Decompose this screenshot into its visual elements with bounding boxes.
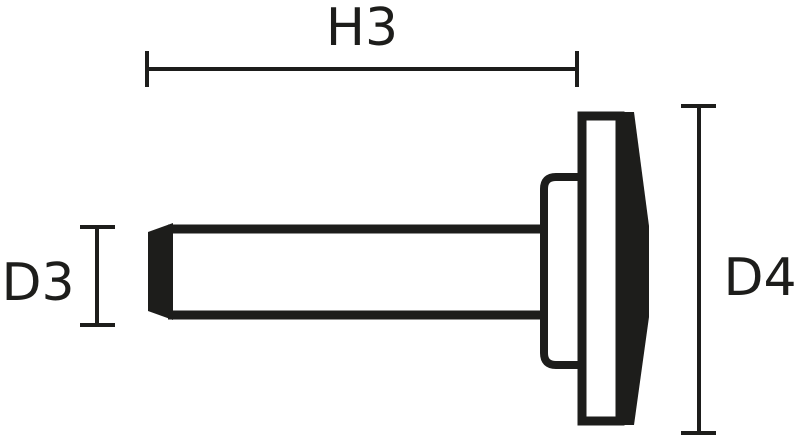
h3-dimension: H3 [145, 0, 579, 87]
d4-label: D4 [723, 248, 796, 308]
hub [540, 173, 582, 369]
d3-dimension: D3 [1, 225, 115, 327]
h3-label: H3 [326, 0, 398, 58]
disc [577, 111, 649, 426]
d4-dimension: D4 [681, 104, 797, 435]
shank [148, 223, 542, 320]
d3-label: D3 [1, 253, 74, 313]
